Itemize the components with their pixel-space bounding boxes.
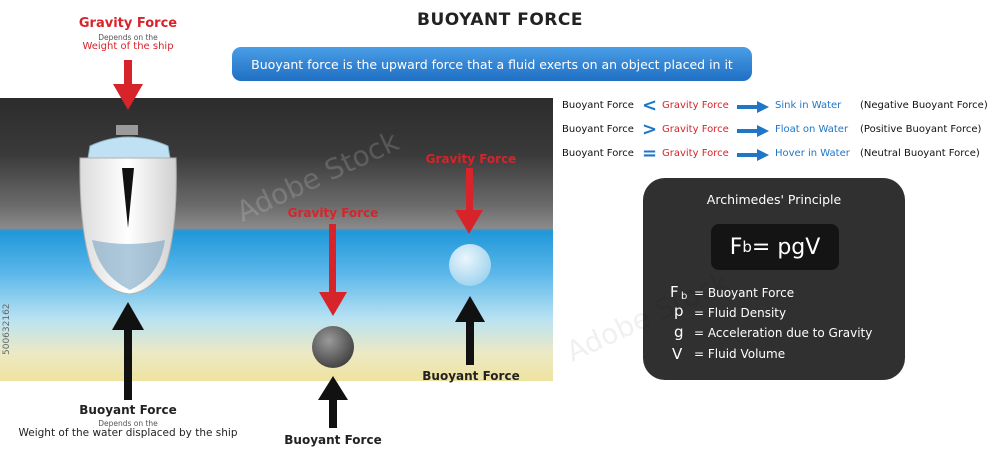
legend-symbol: p	[674, 302, 684, 320]
rule-row-hover: Buoyant Force = Gravity Force Hover in W…	[562, 143, 1000, 170]
rule-middle: Gravity Force	[662, 148, 729, 159]
rule-row-float: Buoyant Force > Gravity Force Float on W…	[562, 119, 1000, 146]
sinking-ball-buoyant-label: Buoyant Force	[284, 433, 382, 447]
arrow-right-icon	[737, 149, 769, 161]
rule-left: Buoyant Force	[562, 100, 634, 111]
rule-middle: Gravity Force	[662, 100, 729, 111]
equals-symbol: =	[642, 143, 658, 164]
rules-list: Buoyant Force < Gravity Force Sink in Wa…	[562, 95, 1000, 170]
arrow-right-icon	[737, 101, 769, 113]
ship-buoyant-arrow	[112, 302, 144, 400]
ship-gravity-note: Depends on the	[98, 33, 158, 42]
legend-symbol: F	[670, 283, 679, 301]
ship-buoyant-note-2: Weight of the water displaced by the shi…	[18, 427, 238, 439]
sinking-ball-buoyant-arrow	[318, 376, 348, 428]
ship-buoyant-note: Depends on the	[98, 419, 158, 428]
legend-row: p = Fluid Density	[668, 302, 898, 325]
hover-ball-buoyant-label: Buoyant Force	[422, 369, 520, 383]
hover-ball-gravity-label: Gravity Force	[425, 152, 517, 166]
legend-sub: b	[681, 291, 688, 302]
ship-buoyant-label: Buoyant Force	[79, 403, 177, 417]
definition-banner: Buoyant force is the upward force that a…	[232, 47, 752, 81]
legend-text: = Buoyant Force	[694, 286, 795, 300]
rule-note: (Positive Buoyant Force)	[860, 124, 982, 135]
rule-left: Buoyant Force	[562, 124, 634, 135]
rule-row-sink: Buoyant Force < Gravity Force Sink in Wa…	[562, 95, 1000, 122]
formula-lhs: F	[729, 234, 743, 260]
less-than-symbol: <	[642, 95, 658, 116]
archimedes-panel: Archimedes' Principle	[643, 178, 905, 380]
rule-note: (Neutral Buoyant Force)	[860, 148, 980, 159]
legend-symbol: V	[672, 345, 683, 363]
legend-symbol: g	[674, 323, 684, 341]
rule-result: Float on Water	[775, 124, 849, 135]
archimedes-title: Archimedes' Principle	[706, 192, 842, 207]
ship	[79, 125, 177, 295]
ship-gravity-label: Gravity Force	[78, 16, 178, 31]
legend-row: g = Acceleration due to Gravity	[668, 323, 898, 346]
formula-sub: b	[742, 238, 752, 256]
sinking-ball	[312, 326, 354, 368]
greater-than-symbol: >	[642, 119, 658, 140]
ship-gravity-note-2: Weight of the ship	[82, 41, 174, 52]
rule-left: Buoyant Force	[562, 148, 634, 159]
hover-ball-buoyant-arrow	[455, 296, 485, 365]
sinking-ball-gravity-arrow	[319, 224, 347, 316]
rule-note: (Negative Buoyant Force)	[860, 100, 988, 111]
hover-ball	[449, 244, 491, 286]
formula-rhs: = pgV	[751, 234, 821, 260]
rule-result: Hover in Water	[775, 148, 850, 159]
arrow-right-icon	[737, 125, 769, 137]
legend-text: = Acceleration due to Gravity	[694, 326, 873, 340]
image-id: 500632162	[2, 303, 12, 355]
legend-text: = Fluid Volume	[694, 347, 786, 361]
page-title: BUOYANT FORCE	[417, 10, 583, 30]
rule-result: Sink in Water	[775, 100, 842, 111]
scene-graphics	[79, 60, 491, 428]
ship-gravity-arrow	[113, 60, 143, 110]
legend-text: = Fluid Density	[694, 306, 787, 320]
sinking-ball-gravity-label: Gravity Force	[287, 206, 379, 220]
legend-row: V = Fluid Volume	[668, 345, 898, 367]
hover-ball-gravity-arrow	[455, 168, 483, 234]
rule-middle: Gravity Force	[662, 124, 729, 135]
